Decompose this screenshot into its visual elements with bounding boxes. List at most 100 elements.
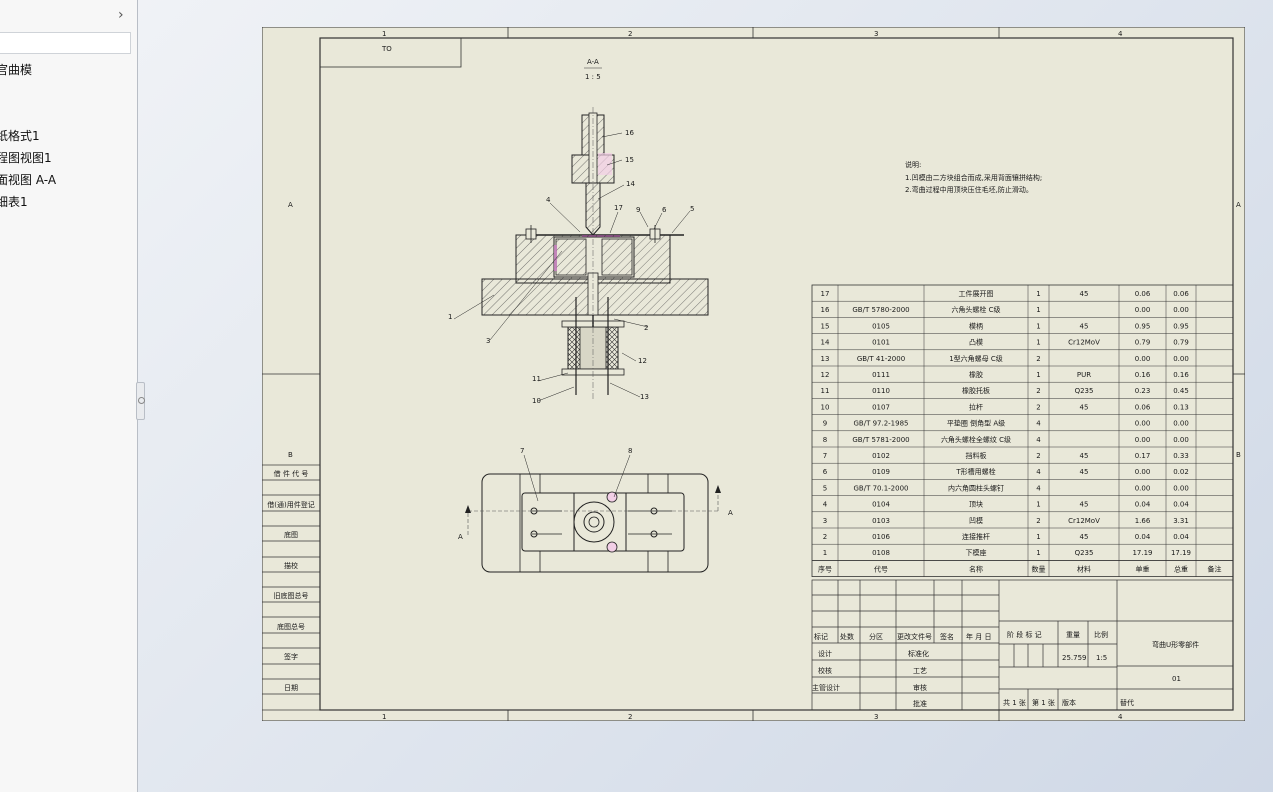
bom-header-cell: 单重 [1136,564,1150,573]
bom-cell: 0.04 [1173,533,1189,541]
scale-value: 1:5 [1096,654,1107,662]
tree-item-section-view[interactable]: 面视图 A-A [0,173,57,187]
bom-cell: GB/T 70.1-2000 [853,484,908,492]
zone-label: B [288,451,293,459]
zone-label: B [1236,451,1241,459]
drawing-sheet[interactable]: 1 2 3 4 1 2 3 4 A B A B TO 借 件 代 号 借(通)用… [262,27,1245,721]
bom-cell: 7 [823,452,827,460]
balloon: 12 [638,357,647,365]
bom-cell: 0.00 [1135,355,1151,363]
chevron-right-icon[interactable]: › [118,7,124,23]
bom-cell: 2 [1036,355,1040,363]
balloon: 11 [532,375,541,383]
bom-cell: 45 [1080,468,1089,476]
tree-item-bom-table[interactable]: 细表1 [0,195,28,209]
version-label: 版本 [1062,698,1076,707]
bom-cell: 2 [1036,403,1040,411]
balloon-labels: 16 15 14 4 17 9 6 5 1 3 2 12 11 10 13 [448,129,694,405]
bom-cell: 9 [823,420,827,428]
bom-cell: 0106 [872,533,890,541]
bom-cell: 0.00 [1173,436,1189,444]
bom-cell: 0.17 [1135,452,1151,460]
bom-cell: 1 [1036,371,1040,379]
bom-cell: 0.00 [1173,306,1189,314]
drawing-number: 01 [1172,675,1181,683]
zone-label: 3 [874,30,878,38]
role-label: 校核 [818,666,832,675]
bom-cell: 挡料板 [966,451,987,460]
bom-cell: 0.95 [1135,322,1151,330]
balloon: 6 [662,206,667,214]
note-line: 1.凹模由二方块组合而成,采用背面镶拼结构; [905,173,1042,182]
bom-cell: 1 [1036,306,1040,314]
bom-cell: 0.23 [1135,387,1151,395]
bom-cell: 8 [823,436,827,444]
balloon: 3 [486,337,490,345]
bom-cell: GB/T 5780-2000 [852,306,909,314]
bom-header-cell: 名称 [969,564,983,573]
bom-cell: 0.00 [1135,436,1151,444]
bom-header-cell: 总重 [1174,564,1188,573]
bom-cell: 六角头螺栓 C级 [951,305,1000,314]
stage-header: 阶 段 标 记 [1007,630,1042,639]
zone-label: 2 [628,713,632,721]
bom-header-cell: 材料 [1077,564,1091,573]
panel-splitter[interactable] [136,382,145,420]
arrow-up-icon [465,505,471,513]
rev-header: 处数 [840,632,854,641]
bom-cell: 0.33 [1173,452,1189,460]
bom-cell: 0.13 [1173,403,1189,411]
side-table-label: 底图 [284,530,298,539]
bom-cell: 45 [1080,403,1089,411]
bom-cell: 0103 [872,517,890,525]
tree-item-drawing-view[interactable]: 程图视图1 [0,151,52,165]
side-table-label: 借 件 代 号 [274,469,309,478]
side-table-label: 日期 [284,684,298,692]
bom-cell: 连接推杆 [962,532,990,541]
bom-cell: 1型六角螺母 C级 [949,354,1003,363]
stage-header: 比例 [1094,630,1108,639]
balloon: 2 [644,324,648,332]
bom-cell: GB/T 5781-2000 [852,436,909,444]
balloon: 9 [636,206,640,214]
note-line: 2.弯曲过程中用顶块压住毛坯,防止滑动。 [905,185,1033,194]
bom-cell: 平垫圈 倒角型 A级 [947,419,1005,428]
zone-label: 4 [1118,713,1123,721]
plan-view[interactable]: A A 7 8 [458,447,733,573]
bom-cell: 1.66 [1135,517,1151,525]
zone-labels: 1 2 3 4 1 2 3 4 A B A B [288,30,1241,721]
bom-cell: 工件展开图 [959,289,994,298]
bom-cell: 1 [1036,501,1040,509]
balloon: 4 [546,196,551,204]
balloon: 16 [625,129,634,137]
bom-cell: GB/T 41-2000 [857,355,905,363]
bom-cell: 凸模 [969,338,983,347]
bom-cell: 2 [1036,517,1040,525]
zone-label: 3 [874,713,878,721]
tree-filter-input[interactable] [0,32,131,54]
bom-cell: Q235 [1075,387,1094,395]
balloon: 13 [640,393,649,401]
bom-cell: 1 [1036,533,1040,541]
bom-cell: 3 [823,517,827,525]
bom-cell: 0109 [872,468,890,476]
bom-cell: 0111 [872,371,890,379]
rev-header: 更改文件号 [897,632,932,641]
bom-cell: 1 [1036,549,1040,557]
bom-cell: 45 [1080,501,1089,509]
bom-cell: T形槽用螺栓 [955,467,995,476]
tree-item-part[interactable]: 官曲模 [0,63,33,77]
bom-cell: 0108 [872,549,890,557]
bom-cell: 4 [1036,484,1041,492]
bom-cell: Cr12MoV [1068,339,1100,347]
bom-cell: Q235 [1075,549,1094,557]
tree-item-sheet-format[interactable]: 纸格式1 [0,129,40,143]
bom-cell: 2 [823,533,827,541]
section-view-a-a[interactable]: A-A 1 : 5 [448,58,709,405]
bom-cell: 拉杆 [969,402,983,411]
balloon: 14 [626,180,635,188]
bom-cell: 4 [1036,468,1041,476]
bom-cell: 2 [1036,452,1040,460]
bom-cell: 0.02 [1173,468,1189,476]
